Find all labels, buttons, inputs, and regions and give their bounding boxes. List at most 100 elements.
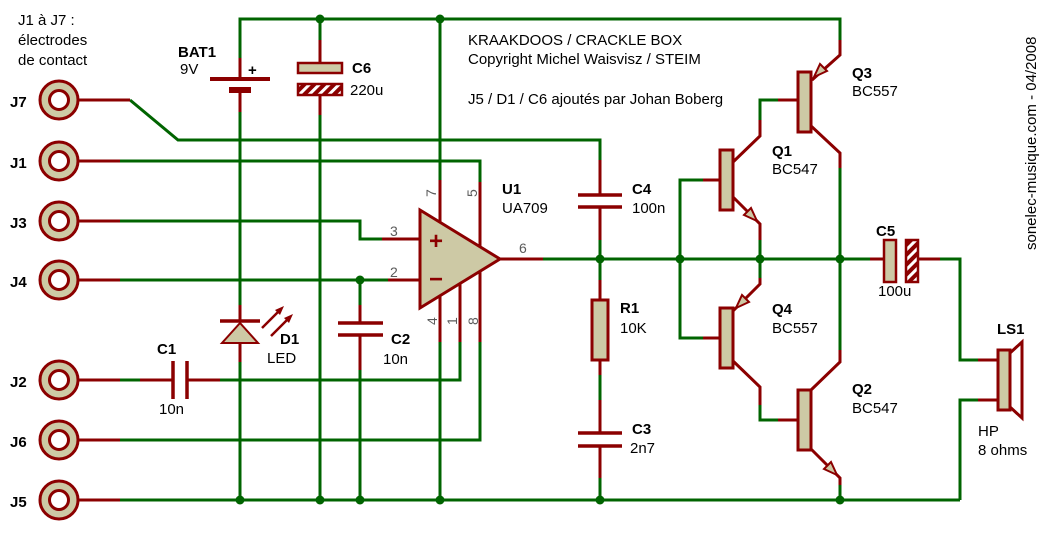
junction-dot <box>435 495 445 505</box>
wire-j7-to-c4 <box>129 98 602 160</box>
title-line2: Copyright Michel Waisvisz / STEIM <box>468 51 701 68</box>
watermark-text: sonelec-musique.com - 04/2008 <box>1023 37 1040 250</box>
electrode-hole <box>48 150 70 172</box>
c6-plate-positive <box>296 61 344 75</box>
label-c5-value: 100u <box>878 283 911 300</box>
junction-dot <box>235 495 245 505</box>
c6-plate-negative <box>296 82 344 97</box>
wires-green <box>120 17 978 502</box>
transistor-q2 <box>796 388 840 478</box>
junction-dot <box>755 254 765 264</box>
wire-q1-collector <box>758 98 778 120</box>
label-j1: J1 <box>10 155 27 172</box>
label-pin3: 3 <box>390 223 398 239</box>
opamp-pin-leads <box>382 180 543 342</box>
junction-dot <box>315 495 325 505</box>
title-line3: J5 / D1 / C6 ajoutés par Johan Boberg <box>468 91 723 108</box>
d1-light-arrowhead <box>284 314 293 323</box>
label-c4-value: 100n <box>632 200 665 217</box>
junction-dot <box>835 254 845 264</box>
label-pin2: 2 <box>390 264 398 280</box>
wire-top-rail <box>238 17 842 58</box>
wire-c5-to-speaker-top <box>940 257 978 362</box>
battery-bat1 <box>210 77 270 93</box>
q1-leads <box>703 120 762 240</box>
note-line3: de contact <box>18 52 88 69</box>
label-q3-value: BC557 <box>852 83 898 100</box>
speaker-cone <box>1008 338 1024 422</box>
label-ls1-type: HP <box>978 423 999 440</box>
junction-dot <box>355 275 365 285</box>
capacitor-c4 <box>578 193 622 209</box>
label-pin7: 7 <box>423 189 439 197</box>
electrode-j6 <box>38 419 80 461</box>
label-q1-ref: Q1 <box>772 143 792 160</box>
junction-dots <box>235 14 845 505</box>
label-d1-value: LED <box>267 350 296 367</box>
junction-dot <box>675 254 685 264</box>
resistor-r1-body <box>590 298 610 362</box>
electrode-hole <box>48 89 70 111</box>
label-q4-value: BC557 <box>772 320 818 337</box>
label-c2-value: 10n <box>383 351 408 368</box>
capacitor-c2 <box>338 321 383 337</box>
electrode-j2 <box>38 359 80 401</box>
label-j3: J3 <box>10 215 27 232</box>
label-j4: J4 <box>10 274 27 291</box>
label-pin8: 8 <box>465 317 481 325</box>
label-q2-ref: Q2 <box>852 381 872 398</box>
electrode-hole <box>48 369 70 391</box>
opamp-triangle <box>418 207 503 311</box>
electrode-j5 <box>38 479 80 521</box>
label-bat1-ref: BAT1 <box>178 44 216 61</box>
capacitor-c5 <box>882 238 920 284</box>
label-c1-ref: C1 <box>157 341 176 358</box>
q3-emitter-arrow <box>811 62 829 80</box>
electrode-hole <box>48 489 70 511</box>
label-q2-value: BC547 <box>852 400 898 417</box>
opamp-minus-symbol: − <box>429 266 443 293</box>
title-line1: KRAAKDOOS / CRACKLE BOX <box>468 32 682 49</box>
label-u1-ref: U1 <box>502 181 521 198</box>
led-d1 <box>219 306 293 344</box>
label-pin5: 5 <box>464 189 480 197</box>
label-q1-value: BC547 <box>772 161 818 178</box>
junction-dot <box>355 495 365 505</box>
label-c3-ref: C3 <box>632 421 651 438</box>
transistor-q3 <box>796 62 829 134</box>
q2-emitter-arrow <box>822 460 840 478</box>
q2-base-bar <box>796 388 813 452</box>
electrode-j7 <box>38 79 80 121</box>
transistor-q4 <box>718 293 751 370</box>
label-pin4: 4 <box>424 317 440 325</box>
label-c1-value: 10n <box>159 401 184 418</box>
electrode-hole <box>48 429 70 451</box>
label-q4-ref: Q4 <box>772 301 793 318</box>
junction-dot <box>595 254 605 264</box>
d1-light-arrowhead <box>275 306 284 315</box>
label-d1-ref: D1 <box>280 331 299 348</box>
q4-base-bar <box>718 306 735 370</box>
c1-plates <box>171 361 189 399</box>
wire-q4-collector <box>758 405 778 422</box>
electrode-hole <box>48 269 70 291</box>
opamp-u1: + − <box>418 207 503 311</box>
electrode-j1 <box>38 140 80 182</box>
text-labels: J1 à J7 : électrodes de contact KRAAKDOO… <box>10 12 1040 511</box>
label-bat1-value: 9V <box>180 61 198 78</box>
speaker-body <box>996 348 1012 412</box>
label-r1-ref: R1 <box>620 300 639 317</box>
wire-speaker-bottom <box>958 398 978 500</box>
label-u1-value: UA709 <box>502 200 548 217</box>
battery-plus-symbol: + <box>248 62 257 79</box>
label-c4-ref: C4 <box>632 181 652 198</box>
transistor-q1 <box>718 148 760 224</box>
junction-dot <box>435 14 445 24</box>
label-c6-value: 220u <box>350 82 383 99</box>
q1-emitter-arrow <box>742 206 760 224</box>
label-c2-ref: C2 <box>391 331 410 348</box>
electrode-stubs <box>79 98 130 502</box>
d1-triangle <box>219 321 261 344</box>
